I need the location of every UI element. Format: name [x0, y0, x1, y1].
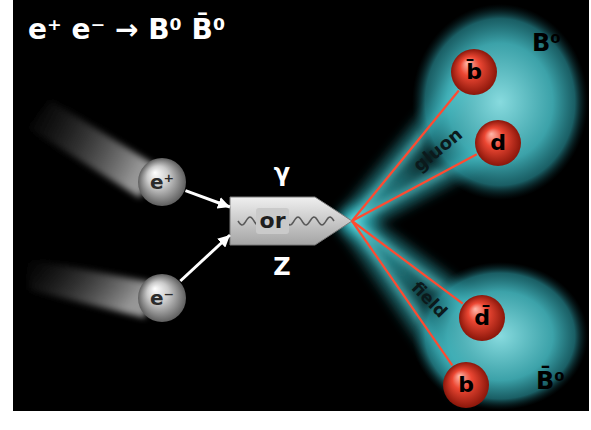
- quark-line: [352, 221, 463, 304]
- z-boson-label: Z: [273, 254, 290, 282]
- meson-cloud-outline: [412, 4, 588, 200]
- quark-sphere: b: [442, 361, 490, 409]
- electron-trail: [25, 258, 150, 318]
- particle-symbol: b̄: [466, 59, 482, 84]
- photon-label: γ: [274, 160, 290, 188]
- sphere-shape: [459, 295, 505, 341]
- black-ground: [13, 0, 589, 411]
- diagram-title: e⁺ e⁻ → B⁰ B̄⁰: [28, 14, 225, 46]
- particle-symbol: d̄: [474, 305, 490, 330]
- sphere-shape: [138, 158, 186, 206]
- quark-sphere: b̄: [450, 48, 498, 96]
- positron-sphere: e⁺: [137, 157, 187, 207]
- particle-symbol: b: [458, 372, 474, 397]
- positron-trail: [28, 100, 155, 198]
- cloud-shape: [412, 4, 588, 200]
- incoming-arrow: [180, 235, 230, 281]
- propagator-box-outline: [230, 197, 352, 245]
- particle-symbol: e⁻: [150, 287, 174, 310]
- quark-sphere: d: [474, 119, 522, 167]
- meson-cloud: B⁰ b̄ d: [412, 4, 588, 200]
- sphere-shape: [475, 120, 521, 166]
- meson-name: B̄⁰: [536, 368, 565, 396]
- title-wrap: e⁺ e⁻ → B⁰ B̄⁰: [28, 14, 225, 46]
- propagator-box: or: [230, 197, 352, 245]
- particle-symbol: e⁺: [150, 171, 174, 194]
- sphere-shape: [138, 274, 186, 322]
- box-shape: [230, 197, 352, 245]
- photon-label-wrap: γ: [274, 160, 290, 188]
- electron-sphere: e⁻: [137, 273, 187, 323]
- sphere-shape: [443, 362, 489, 408]
- sphere-shape: [451, 49, 497, 95]
- incoming-arrow: [185, 191, 230, 207]
- particle-symbol: d: [490, 130, 506, 155]
- meson-name: B⁰: [532, 30, 561, 58]
- propagator-text: or: [256, 208, 290, 233]
- cloud-shape: [412, 262, 588, 410]
- z-boson-label-wrap: Z: [273, 254, 290, 282]
- quark-sphere: d̄: [458, 294, 506, 342]
